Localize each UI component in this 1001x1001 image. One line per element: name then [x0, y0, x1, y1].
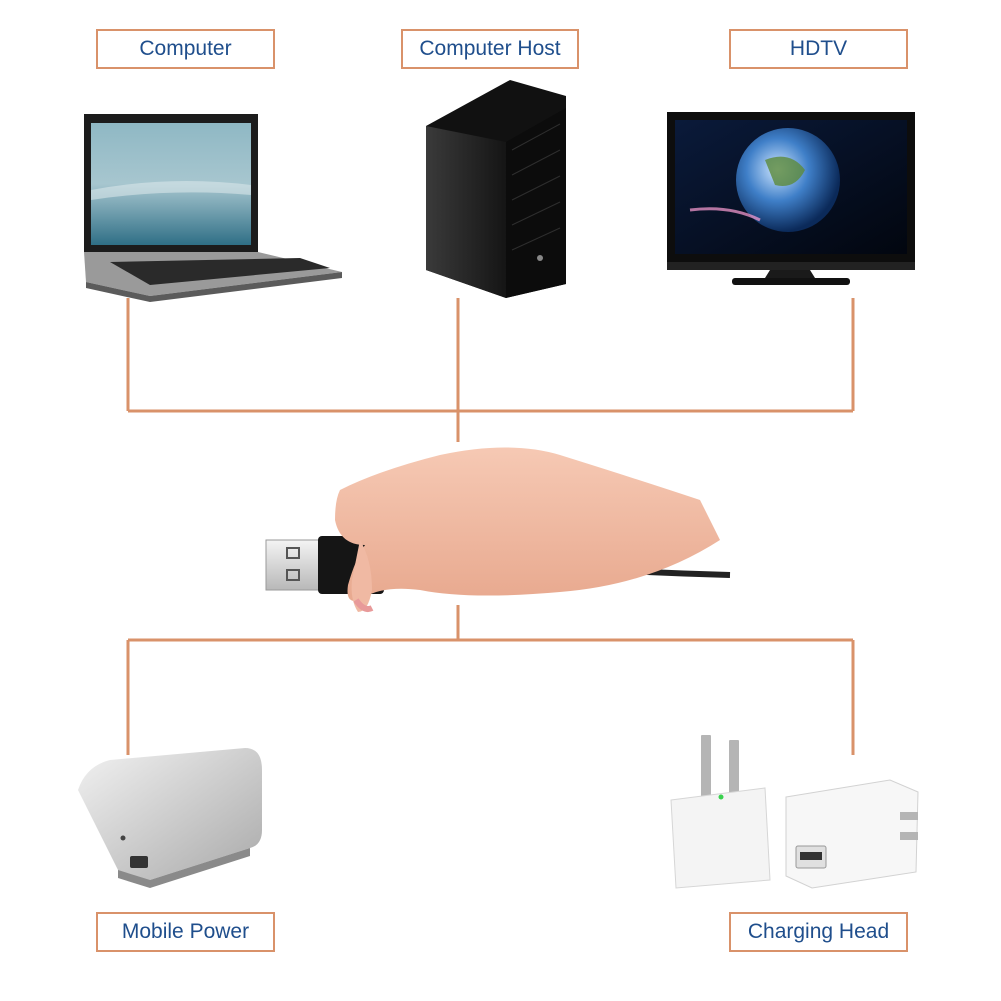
charging-head-illustration [670, 735, 919, 889]
top-connector-lines [126, 298, 855, 442]
label-mobile-power: Mobile Power [96, 912, 275, 952]
computer-tower-illustration [426, 80, 566, 298]
label-computer: Computer [96, 29, 275, 69]
label-charging-head-text: Charging Head [747, 920, 890, 943]
label-charging-head: Charging Head [729, 912, 908, 952]
usb-cable-hand-illustration [265, 447, 731, 612]
power-bank-illustration [78, 748, 262, 888]
bottom-connector-lines [126, 605, 855, 755]
label-computer-host: Computer Host [401, 29, 579, 69]
label-mobile-power-text: Mobile Power [121, 920, 250, 943]
hdtv-illustration [667, 112, 915, 285]
label-computer-host-text: Computer Host [419, 37, 561, 60]
label-computer-text: Computer [139, 37, 232, 60]
label-hdtv: HDTV [729, 29, 908, 69]
laptop-illustration [84, 114, 342, 302]
label-hdtv-text: HDTV [789, 37, 848, 60]
